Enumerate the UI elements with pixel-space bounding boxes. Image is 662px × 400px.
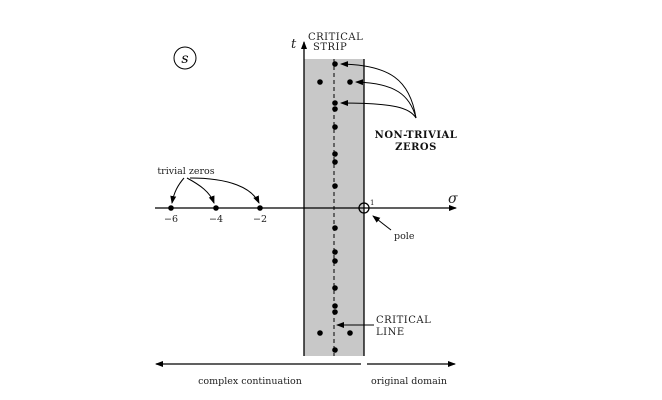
critical-line-label-2: LINE bbox=[376, 327, 405, 338]
zero-dot bbox=[332, 124, 338, 130]
trivial-zero-dot bbox=[213, 205, 219, 211]
trivial-zeros-label: trivial zeros bbox=[157, 166, 214, 177]
zero-dot bbox=[332, 61, 338, 67]
tick-minus-2: −2 bbox=[253, 214, 267, 225]
zero-dot bbox=[332, 183, 338, 189]
non-trivial-arrows bbox=[340, 61, 417, 119]
zero-dot bbox=[332, 151, 338, 157]
non-trivial-label-2: ZEROS bbox=[395, 142, 437, 153]
trivial-zeros bbox=[168, 205, 263, 211]
zero-dot bbox=[332, 285, 338, 291]
zero-dot bbox=[332, 106, 338, 112]
plane-label: s bbox=[181, 51, 188, 67]
zero-dot bbox=[317, 79, 323, 85]
non-trivial-label-1: NON-TRIVIAL bbox=[375, 130, 458, 141]
complex-continuation-label: complex continuation bbox=[198, 376, 302, 387]
zero-dot bbox=[347, 79, 353, 85]
zero-dot bbox=[317, 330, 323, 336]
zero-dot bbox=[332, 303, 338, 309]
t-axis-label: t bbox=[291, 37, 297, 52]
sigma-axis-label: σ bbox=[448, 191, 458, 207]
critical-strip-label-2: STRIP bbox=[313, 42, 347, 53]
trivial-zeros-arrows bbox=[170, 177, 260, 204]
zero-dot bbox=[347, 330, 353, 336]
trivial-zero-dot bbox=[168, 205, 174, 211]
zero-dot bbox=[332, 258, 338, 264]
plane-circle bbox=[173, 46, 197, 70]
zero-dot bbox=[332, 100, 338, 106]
critical-line-label-1: CRITICAL bbox=[376, 315, 431, 326]
zero-dot bbox=[332, 249, 338, 255]
tick-minus-4: −4 bbox=[209, 214, 223, 225]
zero-dot bbox=[332, 309, 338, 315]
zero-dot bbox=[332, 159, 338, 165]
non-trivial-zeros bbox=[317, 61, 353, 353]
pole-label: pole bbox=[394, 231, 415, 242]
pole-tick-label: 1 bbox=[370, 199, 374, 207]
tick-minus-6: −6 bbox=[164, 214, 178, 225]
pole-arrow bbox=[372, 215, 392, 231]
zero-dot bbox=[332, 347, 338, 353]
critical-strip-label-1: CRITICAL bbox=[308, 32, 363, 43]
trivial-zero-dot bbox=[257, 205, 263, 211]
zero-dot bbox=[332, 225, 338, 231]
original-domain-label: original domain bbox=[371, 376, 447, 387]
